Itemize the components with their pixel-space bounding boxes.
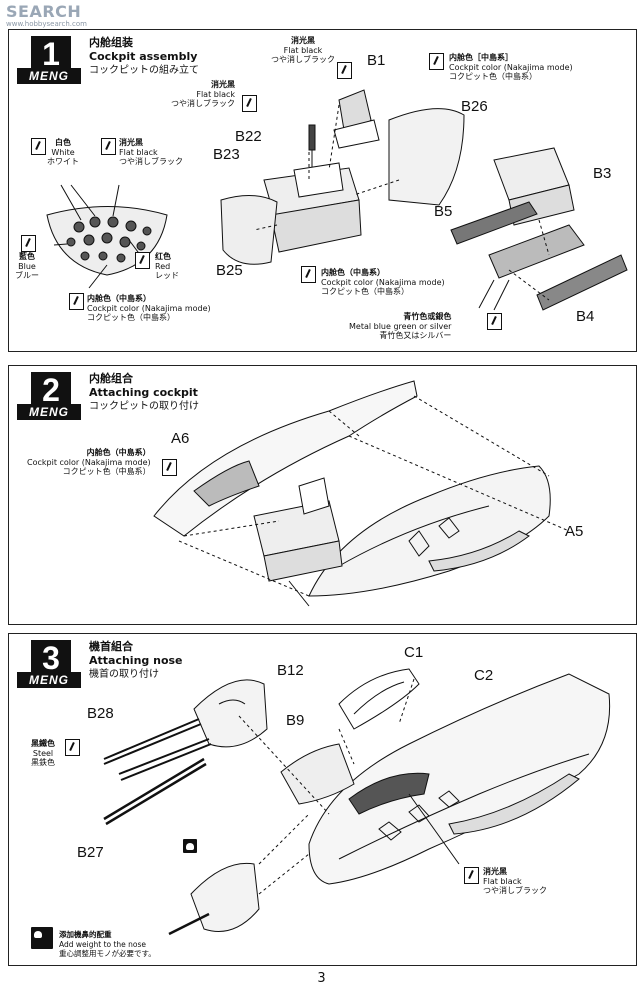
step-2-brand-logo: MENG <box>17 404 81 420</box>
paint-swatch-icon <box>31 138 46 155</box>
paint-swatch-icon <box>135 252 150 269</box>
paint-swatch-icon <box>101 138 116 155</box>
step-2-title-zh: 内舱组合 <box>89 372 133 385</box>
paint-swatch-icon <box>487 313 502 330</box>
part-label: B26 <box>461 98 488 115</box>
step-3-badge: 3 MENG <box>17 640 81 688</box>
step-3-panel: 3 MENG 機首組合 Attaching nose 機首の取り付け <box>8 633 637 966</box>
part-label: B4 <box>576 308 595 325</box>
part-label: B27 <box>77 844 104 861</box>
callout-steel: 黑鐵色 Steel 黒鉄色 <box>31 739 55 767</box>
callout-blue: 藍色 Blue ブルー <box>15 252 39 280</box>
step-1-brand-logo: MENG <box>17 68 81 84</box>
watermark-sub: www.hobbysearch.com <box>6 20 87 28</box>
step-3-title: 機首組合 Attaching nose 機首の取り付け <box>89 640 183 682</box>
paint-swatch-icon <box>65 739 80 756</box>
page-number: 3 <box>317 971 326 986</box>
paint-swatch-icon <box>162 459 177 476</box>
callout-metal-blue: 青竹色或銀色 Metal blue green or silver 青竹色又はシ… <box>349 312 452 340</box>
step-3-brand-logo: MENG <box>17 672 81 688</box>
weight-icon <box>31 927 53 949</box>
part-label: B3 <box>593 165 612 182</box>
step-2-title-ja: コックピットの取り付け <box>89 401 199 412</box>
part-label: B12 <box>277 662 304 679</box>
part-label: A6 <box>171 430 190 447</box>
paint-swatch-icon <box>464 867 479 884</box>
step-3-illustration <box>103 668 611 936</box>
step-1-title: 内舱组装 Cockpit assembly コックピットの組み立て <box>89 36 199 78</box>
step-3-title-zh: 機首組合 <box>89 640 133 653</box>
step-2-badge: 2 MENG <box>17 372 81 420</box>
step-2-number: 2 <box>31 372 71 408</box>
callout-add-weight: 添加機鼻的配重 Add weight to the nose 重心調整用モノが必… <box>59 930 156 958</box>
step-1-title-en: Cockpit assembly <box>89 50 198 63</box>
paint-swatch-icon <box>242 95 257 112</box>
paint-swatch-icon <box>429 53 444 70</box>
callout-flat-black: 消光黑 Flat black つや消しブラック <box>483 867 547 895</box>
callout-cockpit-floor: 内舱色（中島系） Cockpit color (Nakajima mode) コ… <box>321 268 445 296</box>
paint-swatch-icon <box>301 266 316 283</box>
paint-swatch-icon <box>69 293 84 310</box>
weight-icon <box>183 839 197 853</box>
step-2-title-en: Attaching cockpit <box>89 386 198 399</box>
step-1-panel: 1 MENG 内舱组装 Cockpit assembly コックピットの組み立て <box>8 29 637 352</box>
step-2-illustration <box>153 380 570 607</box>
part-label: B25 <box>216 262 243 279</box>
part-label: C2 <box>474 667 494 684</box>
paint-swatch-icon <box>337 62 352 79</box>
step-3-number: 3 <box>31 640 71 676</box>
callout-flat-black-top: 消光黑 Flat black つや消しブラック <box>271 36 335 64</box>
part-label: C1 <box>404 644 424 661</box>
part-label: B28 <box>87 705 114 722</box>
part-label: A5 <box>565 523 584 540</box>
step-1-badge: 1 MENG <box>17 36 81 84</box>
callout-cockpit-b26: 内舱色［中島系］ Cockpit color (Nakajima mode) コ… <box>449 53 573 81</box>
step-1-title-ja: コックピットの組み立て <box>89 65 199 76</box>
step-1-number: 1 <box>31 36 71 72</box>
paint-swatch-icon <box>21 235 36 252</box>
callout-flat-black-panel: 消光黑 Flat black つや消しブラック <box>119 138 183 166</box>
part-label: B9 <box>286 712 305 729</box>
callout-flat-black-b22: 消光黑 Flat black つや消しブラック <box>171 80 235 108</box>
part-label: B22 <box>235 128 262 145</box>
part-label: B5 <box>434 203 453 220</box>
step-2-panel: 2 MENG 内舱组合 Attaching cockpit コックピットの取り付… <box>8 365 637 625</box>
callout-white: 白色 White ホワイト <box>47 138 79 166</box>
callout-red: 红色 Red レッド <box>155 252 179 280</box>
watermark: SEARCH <box>6 2 82 21</box>
part-label: B1 <box>367 52 386 69</box>
part-label: B23 <box>213 146 240 163</box>
step-1-illustration <box>46 89 628 311</box>
callout-cockpit: 内舱色（中島系） Cockpit color (Nakajima mode) コ… <box>27 448 151 476</box>
callout-cockpit-panel: 内舱色（中島系） Cockpit color (Nakajima mode) コ… <box>87 294 211 322</box>
step-2-title: 内舱组合 Attaching cockpit コックピットの取り付け <box>89 372 199 414</box>
step-1-title-zh: 内舱组装 <box>89 36 133 49</box>
step-3-title-en: Attaching nose <box>89 654 183 667</box>
step-3-title-ja: 機首の取り付け <box>89 669 159 680</box>
